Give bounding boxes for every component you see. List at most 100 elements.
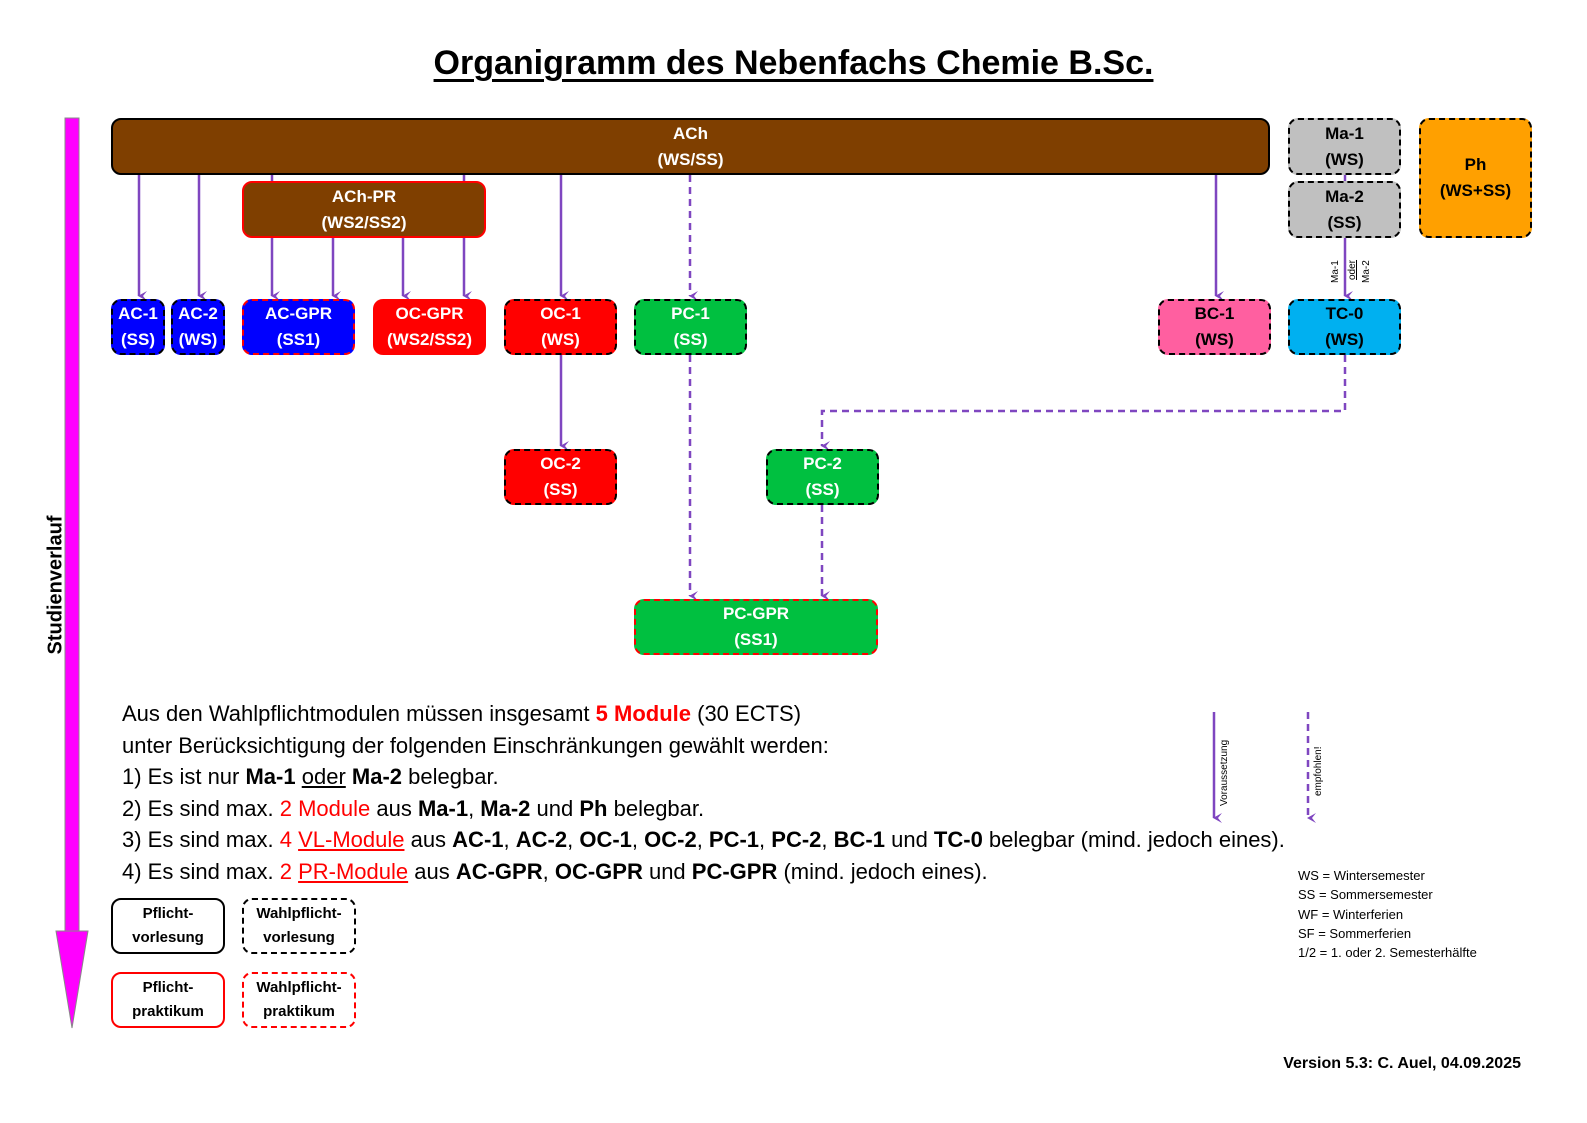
module-count: 5 Module — [595, 701, 691, 726]
module-ma1[interactable]: Ma-1 (WS) — [1288, 118, 1401, 175]
timeline-arrow — [55, 117, 89, 1029]
text: Aus den Wahlpflichtmodulen müssen insges… — [122, 701, 596, 726]
abbreviation: SS = Sommersemester — [1298, 887, 1433, 903]
module-term: (SS) — [121, 330, 155, 349]
abbreviation: SF = Sommerferien — [1298, 925, 1412, 941]
text: und — [642, 858, 692, 884]
rule-1: 1) Es ist nur Ma-1 oder Ma-2 belegbar. — [122, 761, 1285, 793]
module-pc-gpr[interactable]: PC-GPR (SS1) — [634, 599, 878, 655]
module-name: ACh — [673, 123, 708, 143]
rules-text: Aus den Wahlpflichtmodulen müssen insges… — [122, 698, 1285, 887]
module-name: OC-1 — [540, 304, 581, 323]
text: (mind. jedoch eines). — [777, 858, 988, 884]
module-pc1[interactable]: PC-1 (SS) — [634, 299, 747, 355]
module-term: (SS) — [673, 330, 708, 349]
module-ref: BC-1 — [833, 827, 885, 852]
module-ref: AC-GPR — [455, 858, 543, 884]
module-term: (WS) — [1195, 330, 1234, 349]
module-term: (WS) — [1325, 149, 1364, 169]
text: aus — [370, 795, 418, 821]
legend-text: Wahlpflicht- — [256, 905, 342, 922]
legend-text: Wahlpflicht- — [256, 979, 342, 996]
module-ref: Ma-1 — [417, 795, 469, 821]
module-ref: OC-GPR — [554, 858, 643, 884]
module-ref: OC-1 — [579, 827, 632, 852]
module-name: AC-2 — [178, 304, 218, 323]
module-ref: PC-2 — [771, 827, 822, 852]
module-term: (SS) — [805, 480, 840, 499]
module-ref: OC-2 — [644, 827, 697, 852]
module-ac-gpr[interactable]: AC-GPR (SS1) — [242, 299, 355, 355]
module-term: (WS2/SS2) — [321, 212, 407, 232]
legend-text: Pflicht- — [142, 979, 194, 996]
rules-intro-line1: Aus den Wahlpflichtmodulen müssen insges… — [122, 698, 1285, 730]
text: (30 ECTS) — [691, 701, 802, 726]
limit: 2 — [279, 858, 299, 884]
module-tc0[interactable]: TC-0 (WS) — [1288, 299, 1401, 355]
text: 1) Es ist nur — [122, 764, 246, 789]
module-name: Ph — [1464, 155, 1487, 174]
text: belegbar. — [607, 795, 705, 821]
module-pc2[interactable]: PC-2 (SS) — [766, 449, 879, 505]
module-name: ACh-PR — [331, 186, 397, 206]
text: belegbar (mind. jedoch eines). — [982, 827, 1285, 852]
legend-text: Pflicht- — [142, 905, 194, 922]
rule-4: 4) Es sind max. 2 PR-Module aus AC-GPR, … — [122, 858, 988, 884]
module-bc1[interactable]: BC-1 (WS) — [1158, 299, 1271, 355]
limit: 4 — [279, 827, 299, 852]
abbreviation-legend: WS = Wintersemester SS = Sommersemester … — [1298, 866, 1477, 962]
legend-dashed-label: empfohlen! — [1313, 746, 1324, 796]
module-ma2[interactable]: Ma-2 (SS) — [1288, 181, 1401, 238]
legend-text: praktikum — [263, 1003, 335, 1020]
module-ach-pr[interactable]: ACh-PR (WS2/SS2) — [242, 181, 486, 238]
module-oc2[interactable]: OC-2 (SS) — [504, 449, 617, 505]
module-ph[interactable]: Ph (WS+SS) — [1419, 118, 1532, 238]
module-oc-gpr[interactable]: OC-GPR (WS2/SS2) — [373, 299, 486, 355]
module-ref: PC-1 — [708, 827, 760, 852]
module-term: (SS) — [543, 480, 578, 499]
module-name: TC-0 — [1325, 304, 1364, 323]
module-term: (WS+SS) — [1439, 181, 1512, 200]
module-name: OC-2 — [540, 454, 581, 473]
page-title-text: Organigramm des Nebenfachs Chemie B.Sc. — [433, 44, 1154, 82]
ma-choice-label-b: Ma-2 — [1361, 260, 1372, 283]
module-term: (WS2/SS2) — [386, 330, 473, 349]
module-name: AC-1 — [118, 304, 158, 323]
text: 3) Es sind max. — [122, 827, 280, 852]
module-ref: AC-2 — [515, 827, 568, 852]
module-name: PC-GPR — [722, 604, 790, 623]
limit-type: VL-Module — [298, 827, 405, 852]
module-ac2[interactable]: AC-2 (WS) — [171, 299, 225, 355]
rule-2: 2) Es sind max. 2 Module aus Ma-1, Ma-2 … — [122, 795, 705, 821]
module-term: (WS) — [1325, 330, 1364, 349]
module-name: BC-1 — [1194, 304, 1235, 323]
module-term: (WS/SS) — [657, 149, 724, 169]
legend-wahlpflicht-praktikum: Wahlpflicht- praktikum — [242, 972, 356, 1028]
legend-text: praktikum — [132, 1003, 204, 1020]
legend-solid-label: Voraussetzung — [1219, 739, 1230, 806]
module-ach[interactable]: ACh (WS/SS) — [111, 118, 1270, 175]
module-ref: Ma-1 — [245, 764, 296, 789]
module-name: Ma-2 — [1325, 186, 1364, 206]
module-ref: AC-1 — [452, 827, 504, 852]
module-oc1[interactable]: OC-1 (WS) — [504, 299, 617, 355]
abbreviation: 1/2 = 1. oder 2. Semesterhälfte — [1298, 945, 1477, 961]
module-ref: Ma-2 — [351, 764, 403, 789]
page-title: Organigramm des Nebenfachs Chemie B.Sc. — [0, 44, 1587, 83]
text: 4) Es sind max. — [122, 858, 280, 884]
text: aus — [404, 827, 453, 852]
rules-intro-line2: unter Berücksichtigung der folgenden Ein… — [122, 732, 829, 758]
ma-choice-label-a: Ma-1 — [1330, 260, 1341, 283]
module-name: OC-GPR — [395, 304, 464, 323]
abbreviation: WS = Wintersemester — [1298, 868, 1425, 883]
version-info: Version 5.3: C. Auel, 04.09.2025 — [1283, 1055, 1521, 1072]
legend-text: vorlesung — [132, 929, 204, 946]
text: 2) Es sind max. — [122, 795, 280, 821]
module-ac1[interactable]: AC-1 (SS) — [111, 299, 165, 355]
limit-type: PR-Module — [298, 858, 409, 884]
arrow-tc0-pc2 — [820, 355, 1347, 451]
abbreviation: WF = Winterferien — [1298, 906, 1404, 922]
legend-pflicht-praktikum: Pflicht- praktikum — [111, 972, 225, 1028]
legend-wahlpflicht-vorlesung: Wahlpflicht- vorlesung — [242, 898, 356, 954]
